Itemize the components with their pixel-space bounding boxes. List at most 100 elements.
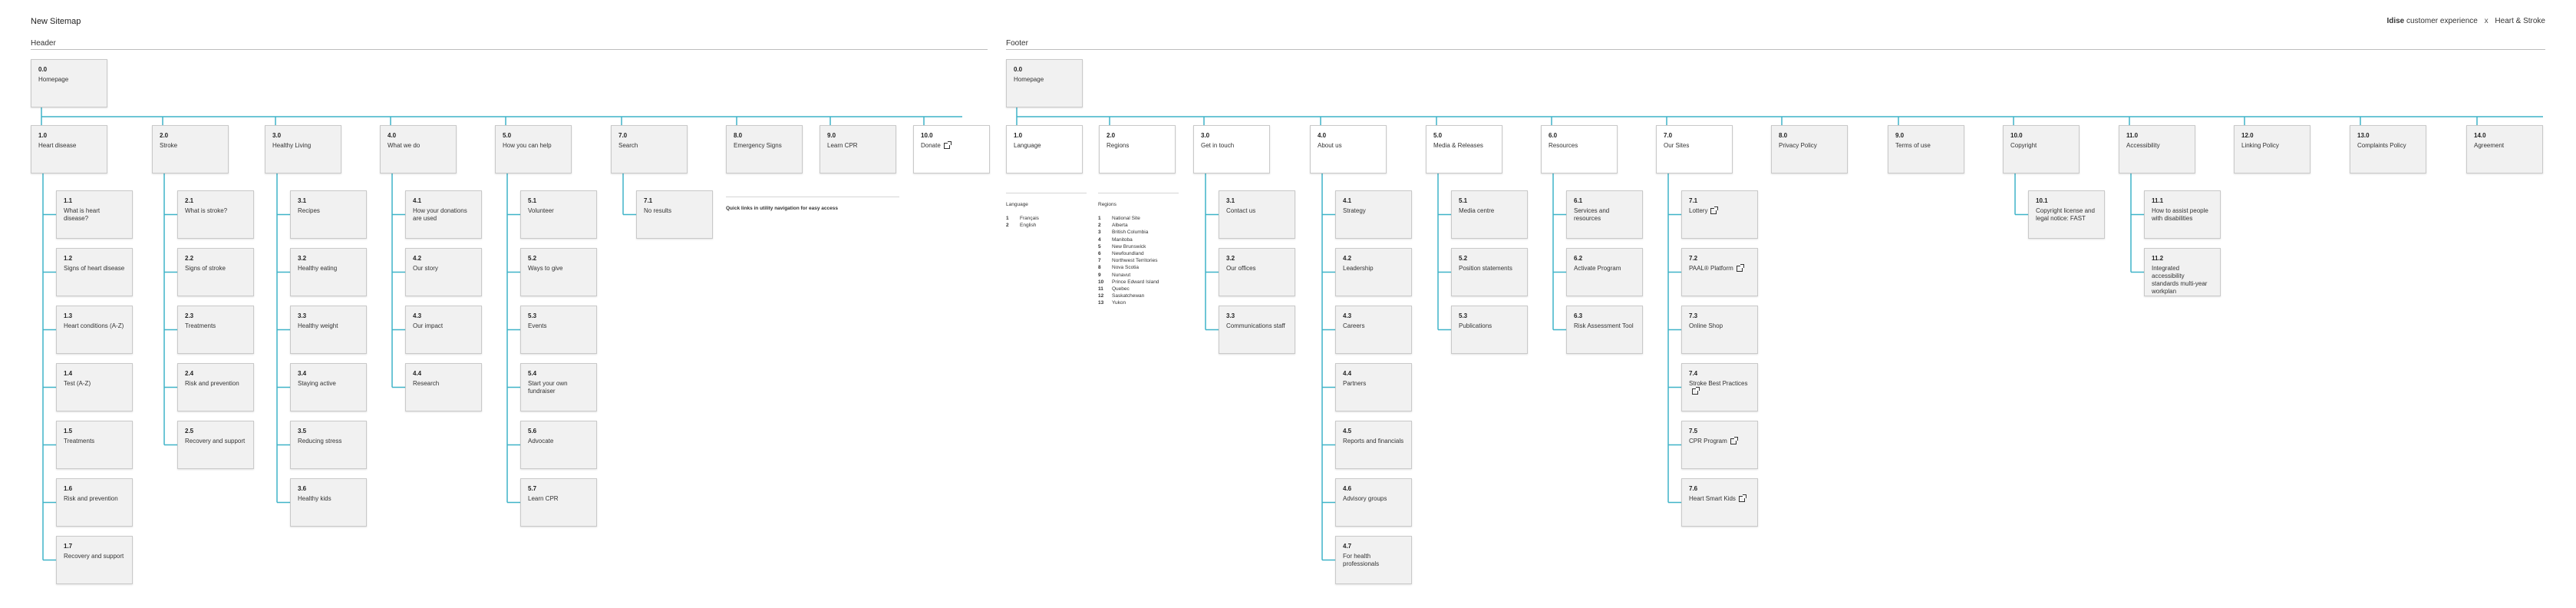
node-label: Healthy Living (272, 142, 334, 150)
node-label: Search (618, 142, 680, 150)
node-number: 5.0 (503, 132, 512, 139)
node-label: Our offices (1226, 265, 1288, 273)
node-label-text: Resources (1549, 142, 1578, 149)
node-number: 4.0 (1318, 132, 1327, 139)
